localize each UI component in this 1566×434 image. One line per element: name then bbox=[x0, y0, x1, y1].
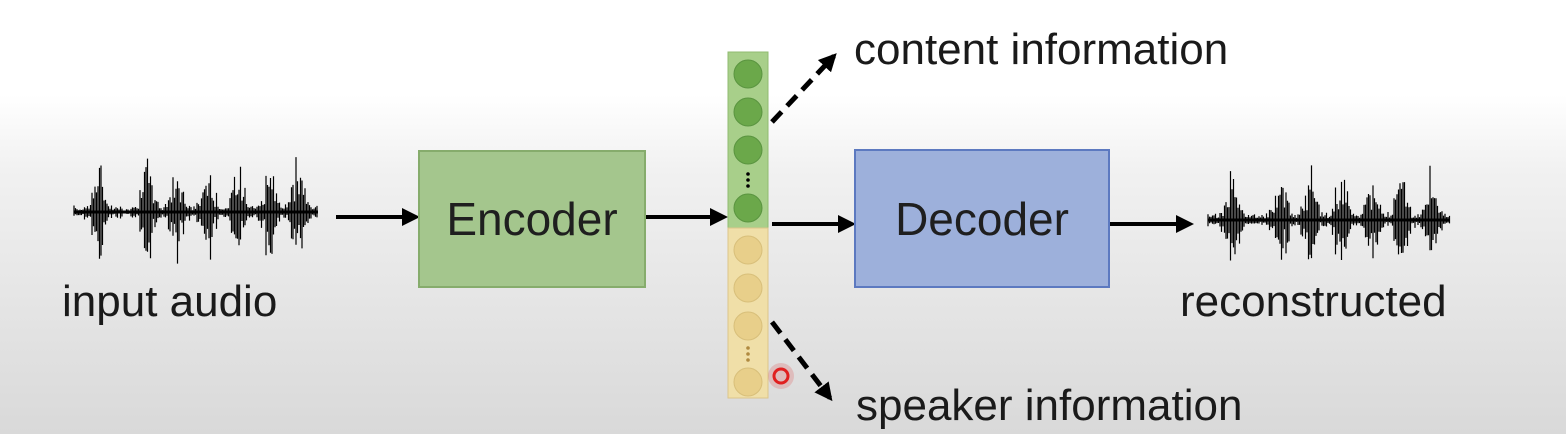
ellipsis-dot bbox=[746, 172, 750, 176]
content-dot bbox=[733, 135, 763, 165]
encoder-block: Encoder bbox=[418, 150, 646, 288]
input-waveform bbox=[73, 157, 318, 264]
speaker-dot bbox=[733, 235, 763, 265]
reconstructed-waveform bbox=[1207, 165, 1451, 261]
speaker-dot bbox=[733, 367, 763, 397]
decoder-block: Decoder bbox=[854, 149, 1110, 288]
waveform-trace bbox=[1207, 165, 1451, 261]
content-information-label: content information bbox=[854, 25, 1229, 74]
ellipsis-dot bbox=[746, 352, 750, 356]
arrow-to-content-information bbox=[770, 53, 837, 124]
ellipsis-dot bbox=[746, 178, 750, 182]
waveform-trace bbox=[73, 157, 318, 264]
arrow-to-speaker-information bbox=[770, 320, 833, 402]
speaker-information-label: speaker information bbox=[856, 381, 1243, 430]
ellipsis-dot bbox=[746, 358, 750, 362]
cursor-marker bbox=[768, 363, 794, 389]
latent-speaker-segment bbox=[727, 227, 769, 399]
reconstructed-label: reconstructed bbox=[1180, 277, 1447, 326]
input-audio-label: input audio bbox=[62, 277, 278, 326]
latent-content-segment bbox=[727, 51, 769, 229]
speaker-dot bbox=[733, 311, 763, 341]
content-dot bbox=[733, 97, 763, 127]
ellipsis-dot bbox=[746, 184, 750, 188]
decoder-label: Decoder bbox=[895, 192, 1069, 245]
ellipsis-dot bbox=[746, 346, 750, 350]
content-dot bbox=[733, 59, 763, 89]
encoder-label: Encoder bbox=[446, 193, 618, 245]
content-dot bbox=[733, 193, 763, 223]
speaker-dot bbox=[733, 273, 763, 303]
